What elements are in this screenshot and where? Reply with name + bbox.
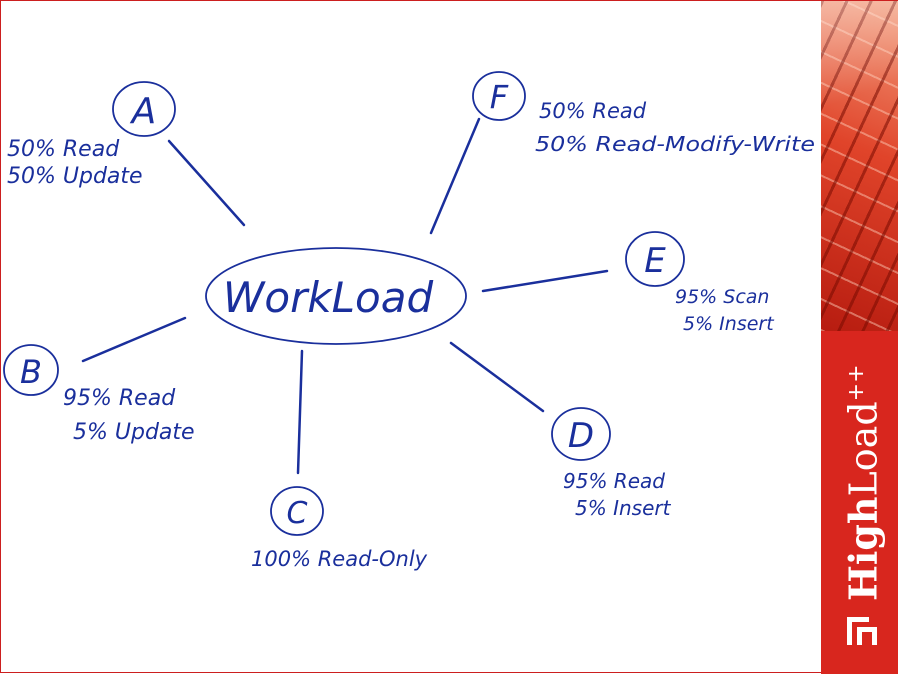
brand-logo-icon	[847, 617, 877, 645]
node-c-circle	[270, 486, 324, 536]
node-d-circle	[551, 407, 611, 461]
node-c-letter: C	[287, 496, 308, 531]
connector-d	[449, 341, 545, 413]
node-b-line-1: 95% Read	[63, 386, 176, 411]
connector-a	[167, 139, 246, 227]
brand-name-suffix: ++	[844, 364, 869, 402]
workload-label: WorkLoad	[223, 273, 434, 322]
node-e-line-2: 5% Insert	[683, 313, 775, 335]
node-b-letter: B	[20, 353, 42, 391]
node-d-letter: D	[568, 416, 594, 456]
node-a-line-1: 50% Read	[7, 137, 120, 162]
node-f-letter: F	[490, 78, 509, 116]
node-e-line-1: 95% Scan	[675, 286, 769, 308]
node-b-line-2: 5% Update	[73, 420, 195, 445]
node-a-circle	[112, 81, 176, 137]
brand-name-regular: Load	[841, 401, 886, 497]
workload-ellipse	[205, 247, 467, 345]
node-a-letter: A	[130, 91, 157, 132]
node-d-line-1: 95% Read	[563, 469, 665, 493]
node-d-line-2: 5% Insert	[575, 496, 672, 520]
workload-diagram: WorkLoad A B C D E F 50% Read 50% Update…	[3, 71, 815, 571]
node-e-circle	[625, 231, 685, 287]
connector-e	[481, 269, 609, 293]
node-f-line-2: 50% Read-Modify-Write	[535, 132, 815, 156]
node-a-line-2: 50% Update	[7, 164, 143, 189]
brand-name-bold: High	[840, 496, 886, 601]
brand-name: HighLoad++	[833, 364, 888, 601]
brand-sidebar: HighLoad++	[821, 1, 898, 674]
connector-c	[296, 349, 304, 475]
node-f-line-1: 50% Read	[539, 99, 647, 123]
node-c-line-1: 100% Read-Only	[251, 547, 428, 571]
node-e-letter: E	[644, 241, 666, 281]
node-f-circle	[472, 71, 526, 121]
connector-b	[81, 316, 187, 363]
connector-f	[429, 117, 481, 235]
brand-photo	[821, 1, 898, 331]
node-b-circle	[3, 344, 59, 396]
